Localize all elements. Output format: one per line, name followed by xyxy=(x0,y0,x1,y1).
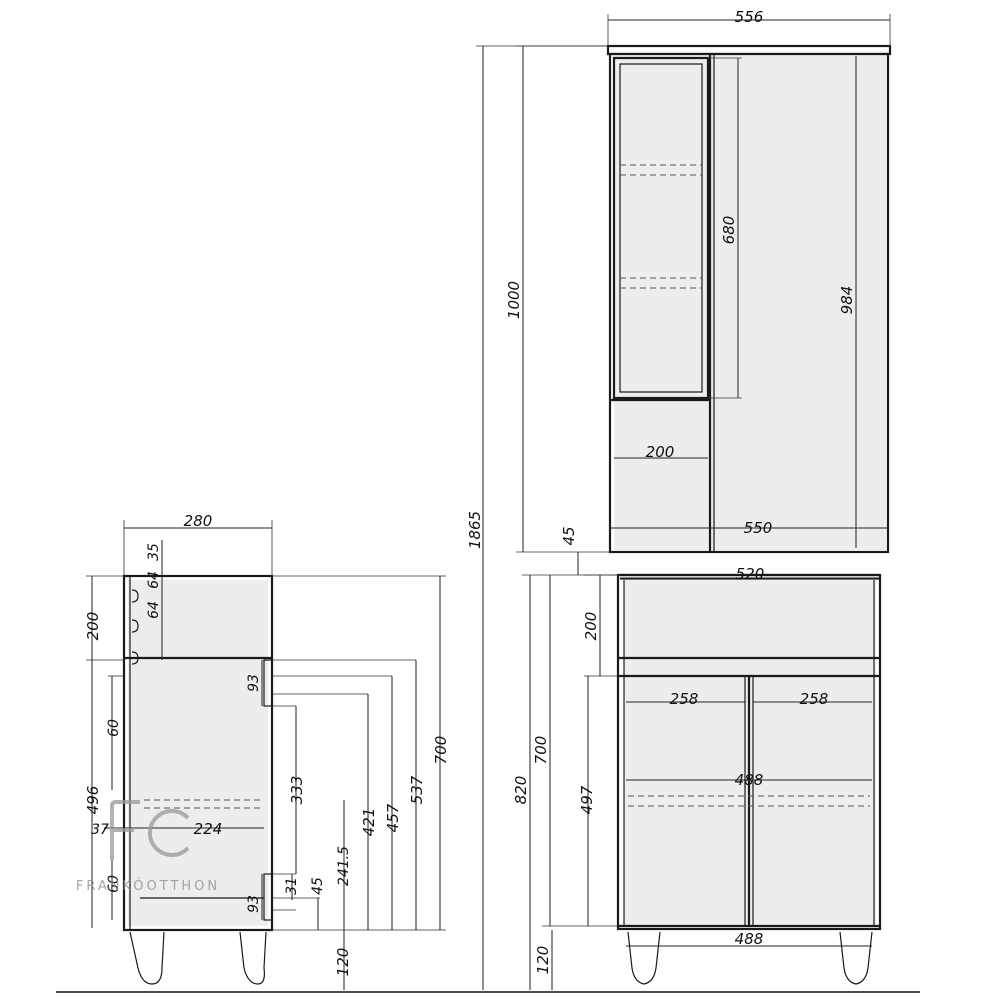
watermark-logo xyxy=(110,800,190,860)
vanity-side: 280 35 64 64 200 93 60 496 37 224 60 93 xyxy=(84,512,450,990)
dim-64-a: 64 xyxy=(146,571,162,589)
dim-1865: 1865 xyxy=(466,511,484,549)
watermark-text: FRANKÓOTTHON xyxy=(76,878,220,894)
dim-200-side: 200 xyxy=(84,612,102,641)
dim-488-bottom: 488 xyxy=(735,930,764,948)
dim-280: 280 xyxy=(184,512,213,530)
dim-457: 457 xyxy=(384,803,402,832)
dim-496: 496 xyxy=(84,786,102,815)
dim-35: 35 xyxy=(146,543,162,561)
dim-537: 537 xyxy=(408,775,426,804)
dim-224: 224 xyxy=(194,820,223,838)
dim-31: 31 xyxy=(284,877,300,895)
cabinet-body xyxy=(608,52,890,554)
leg-side-left xyxy=(129,931,165,985)
hinge-bottom xyxy=(263,873,273,921)
dim-984: 984 xyxy=(838,286,856,315)
dim-520: 520 xyxy=(736,565,765,583)
dim-497: 497 xyxy=(578,785,596,814)
leg-side-right xyxy=(239,931,267,985)
dim-64-b: 64 xyxy=(146,601,162,619)
dim-258-left: 258 xyxy=(670,690,699,708)
dim-550: 550 xyxy=(744,519,773,537)
hinge-top xyxy=(263,659,273,707)
vanity-body xyxy=(616,573,882,931)
leg-front-right xyxy=(839,931,873,985)
dim-45-side: 45 xyxy=(310,877,326,895)
open-shelf-inner xyxy=(619,63,703,393)
vanity-front: 520 258 258 488 488 200 497 700 820 120 xyxy=(512,565,882,990)
dim-120-side: 120 xyxy=(334,948,352,977)
dim-200-front: 200 xyxy=(582,612,600,641)
dim-700-side: 700 xyxy=(432,736,450,765)
dim-60-b: 60 xyxy=(106,875,122,893)
dim-93-b: 93 xyxy=(246,895,262,913)
watermark: FRANKÓOTTHON xyxy=(76,800,220,894)
dim-120-front: 120 xyxy=(534,946,552,975)
open-shelf-frame xyxy=(612,56,710,400)
dim-488-inner: 488 xyxy=(735,771,764,789)
dim-241-5: 241.5 xyxy=(336,846,352,886)
dim-700-front: 700 xyxy=(532,736,550,765)
dim-333: 333 xyxy=(288,776,306,805)
dim-258-right: 258 xyxy=(800,690,829,708)
dim-680: 680 xyxy=(720,216,738,245)
dim-45: 45 xyxy=(560,526,578,545)
mirror-cabinet: 556 680 984 200 550 1000 45 xyxy=(505,8,892,575)
dim-60-a: 60 xyxy=(106,719,122,737)
dim-421: 421 xyxy=(360,808,378,837)
dim-1000: 1000 xyxy=(505,281,523,319)
leg-front-left xyxy=(627,931,661,985)
dim-556: 556 xyxy=(735,8,764,26)
dim-93-a: 93 xyxy=(246,674,262,692)
dim-820: 820 xyxy=(512,776,530,805)
dim-37: 37 xyxy=(91,822,109,838)
side-body xyxy=(122,574,274,932)
dim-200-shelf: 200 xyxy=(646,443,675,461)
cabinet-top-slab xyxy=(606,44,892,56)
overall-height: 1865 xyxy=(466,45,610,990)
